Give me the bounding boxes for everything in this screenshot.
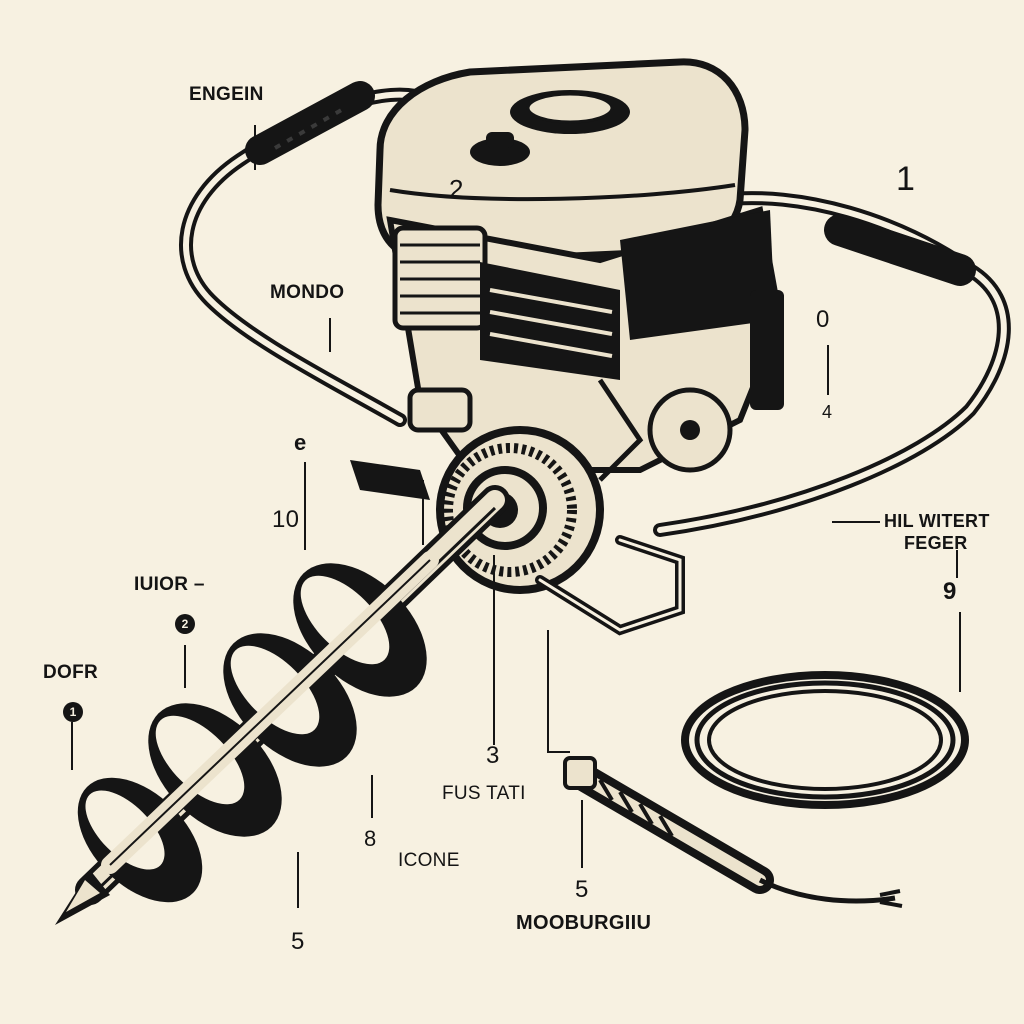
label-hil-witert: HIL WITERT FEGER (884, 510, 990, 554)
label-mooburgiu: MOOBURGIIU (516, 912, 652, 934)
fuel-tank (374, 58, 749, 266)
label-mondo: MONDO (270, 282, 345, 303)
label-iuior: IUIOR – (134, 574, 205, 595)
label-icone: ICONE (398, 850, 460, 871)
label-nine: 9 (943, 578, 957, 605)
label-three: 3 (486, 742, 500, 769)
badge-one: 1 (63, 702, 83, 722)
badge-two: 2 (175, 614, 195, 634)
label-hil-line2: FEGER (904, 533, 968, 553)
label-four-small: 4 (822, 402, 833, 422)
label-zero: 0 (816, 306, 830, 333)
label-eight: 8 (364, 826, 377, 851)
label-fus-tati: FUS TATI (442, 783, 526, 804)
right-handlebar (653, 191, 1011, 537)
coiled-cable (681, 671, 969, 809)
leader-lines (71, 125, 961, 908)
label-five-mid: 5 (575, 876, 589, 903)
spark-plug (563, 756, 903, 908)
auger-tip (55, 870, 110, 925)
label-hil-line1: HIL WITERT (884, 511, 990, 531)
base-frame (535, 535, 685, 636)
auger-flights (77, 551, 439, 903)
label-one-top: 1 (896, 160, 916, 198)
left-grip (245, 81, 375, 165)
label-ten: 10 (272, 506, 300, 533)
label-five-bottom: 5 (291, 928, 305, 955)
label-engein: ENGEIN (189, 84, 264, 105)
label-e-small: e (294, 430, 307, 455)
right-grip (824, 214, 976, 286)
label-dofr: DOFR (43, 662, 99, 683)
label-two-cap: 2 (449, 174, 464, 204)
engine-block (350, 206, 784, 500)
